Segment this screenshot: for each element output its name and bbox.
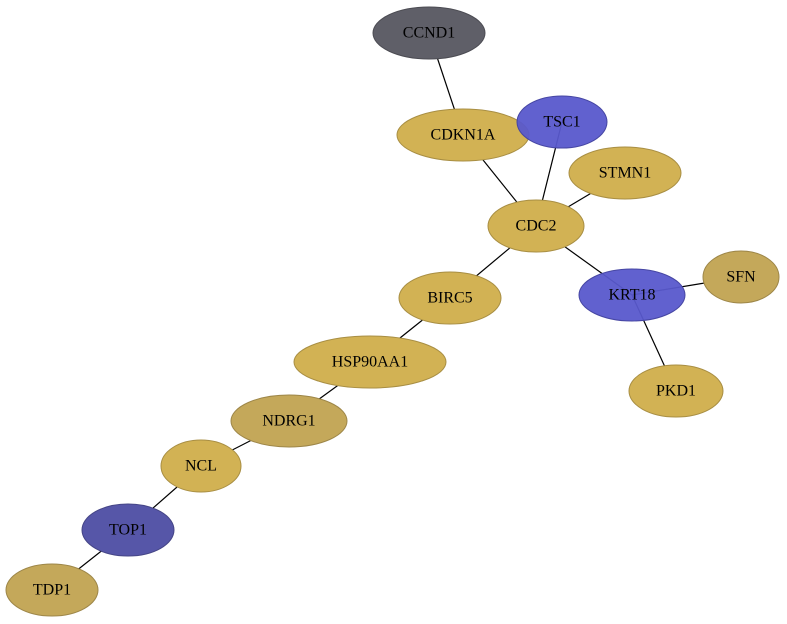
- node-shape-stmn1: [568, 146, 682, 200]
- node-shape-tsc1: [516, 95, 608, 149]
- node-top1[interactable]: TOP1: [81, 503, 175, 557]
- node-label-krt18: KRT18: [608, 287, 655, 304]
- node-stmn1[interactable]: STMN1: [568, 146, 682, 200]
- node-shape-cdc2: [487, 199, 585, 253]
- node-ndrg1[interactable]: NDRG1: [230, 394, 348, 448]
- node-shape-ndrg1: [230, 394, 348, 448]
- node-shape-krt18: [578, 268, 686, 322]
- node-tsc1[interactable]: TSC1: [516, 95, 608, 149]
- node-krt18[interactable]: KRT18: [578, 268, 686, 322]
- node-label-ccnd1: CCND1: [403, 25, 455, 42]
- node-cdc2[interactable]: CDC2: [487, 199, 585, 253]
- node-shape-pkd1: [628, 364, 724, 418]
- node-label-hsp90aa1: HSP90AA1: [332, 354, 408, 371]
- node-pkd1[interactable]: PKD1: [628, 364, 724, 418]
- node-label-tdp1: TDP1: [33, 582, 71, 599]
- node-shape-sfn: [702, 250, 780, 304]
- node-label-ncl: NCL: [185, 458, 217, 475]
- node-ncl[interactable]: NCL: [160, 439, 242, 493]
- node-label-ndrg1: NDRG1: [262, 413, 315, 430]
- node-label-sfn: SFN: [726, 269, 756, 286]
- node-label-stmn1: STMN1: [599, 165, 651, 182]
- node-shape-hsp90aa1: [293, 335, 447, 389]
- node-sfn[interactable]: SFN: [702, 250, 780, 304]
- node-ccnd1[interactable]: CCND1: [372, 6, 486, 60]
- node-label-cdkn1a: CDKN1A: [431, 127, 496, 144]
- node-label-pkd1: PKD1: [656, 383, 696, 400]
- node-label-top1: TOP1: [109, 522, 147, 539]
- node-label-birc5: BIRC5: [427, 290, 472, 307]
- node-cdkn1a[interactable]: CDKN1A: [396, 108, 530, 162]
- node-shape-ncl: [160, 439, 242, 493]
- node-hsp90aa1[interactable]: HSP90AA1: [293, 335, 447, 389]
- node-shape-top1: [81, 503, 175, 557]
- node-shape-birc5: [398, 271, 502, 325]
- node-label-cdc2: CDC2: [516, 218, 557, 235]
- node-label-tsc1: TSC1: [543, 114, 580, 131]
- node-birc5[interactable]: BIRC5: [398, 271, 502, 325]
- node-tdp1[interactable]: TDP1: [5, 563, 99, 617]
- node-shape-ccnd1: [372, 6, 486, 60]
- node-shape-tdp1: [5, 563, 99, 617]
